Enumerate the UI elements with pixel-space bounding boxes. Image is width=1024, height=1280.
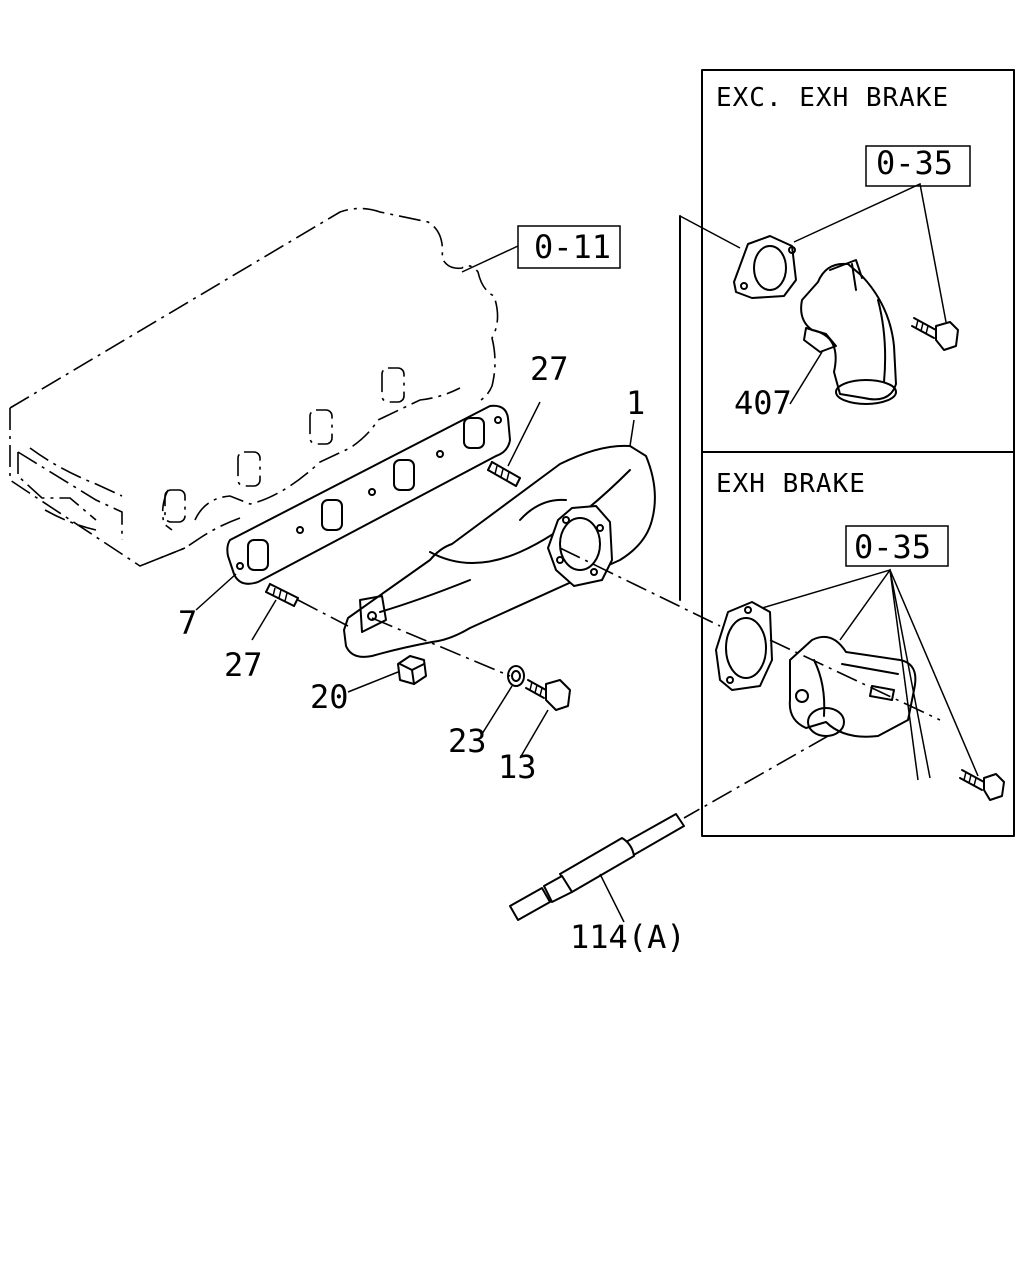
pipe-114a [509,735,829,921]
exh-gasket [715,601,773,691]
callout-13: 13 [498,748,537,786]
manifold-gasket [226,404,511,585]
nut [397,655,427,685]
callout-407: 407 [734,384,792,422]
panel-exh-brake [701,451,1015,837]
stud-top [487,461,521,487]
ref-label-0-11: 0-11 [534,228,611,266]
stud-bottom [265,583,299,607]
callout-27-bottom: 27 [224,646,263,684]
panel-title-exh-brake: EXH BRAKE [716,469,866,499]
callout-23: 23 [448,722,487,760]
washer [507,665,525,687]
exc-gasket [733,235,797,299]
exc-bolt [911,317,959,351]
exc-elbow-pipe [800,259,897,405]
exh-brake-valve [788,636,917,738]
callout-114a: 114(A) [570,918,686,956]
callout-20: 20 [310,678,349,716]
panel-title-exc-exh-brake: EXC. EXH BRAKE [716,83,949,113]
ref-label-exc-0-35: 0-35 [876,144,953,182]
exh-bolt [959,769,1005,801]
callout-1: 1 [626,384,645,422]
cylinder-head [9,207,499,567]
callout-27-top: 27 [530,350,569,388]
bolt [525,679,571,711]
callout-7: 7 [178,604,197,642]
ref-label-exh-0-35: 0-35 [854,528,931,566]
